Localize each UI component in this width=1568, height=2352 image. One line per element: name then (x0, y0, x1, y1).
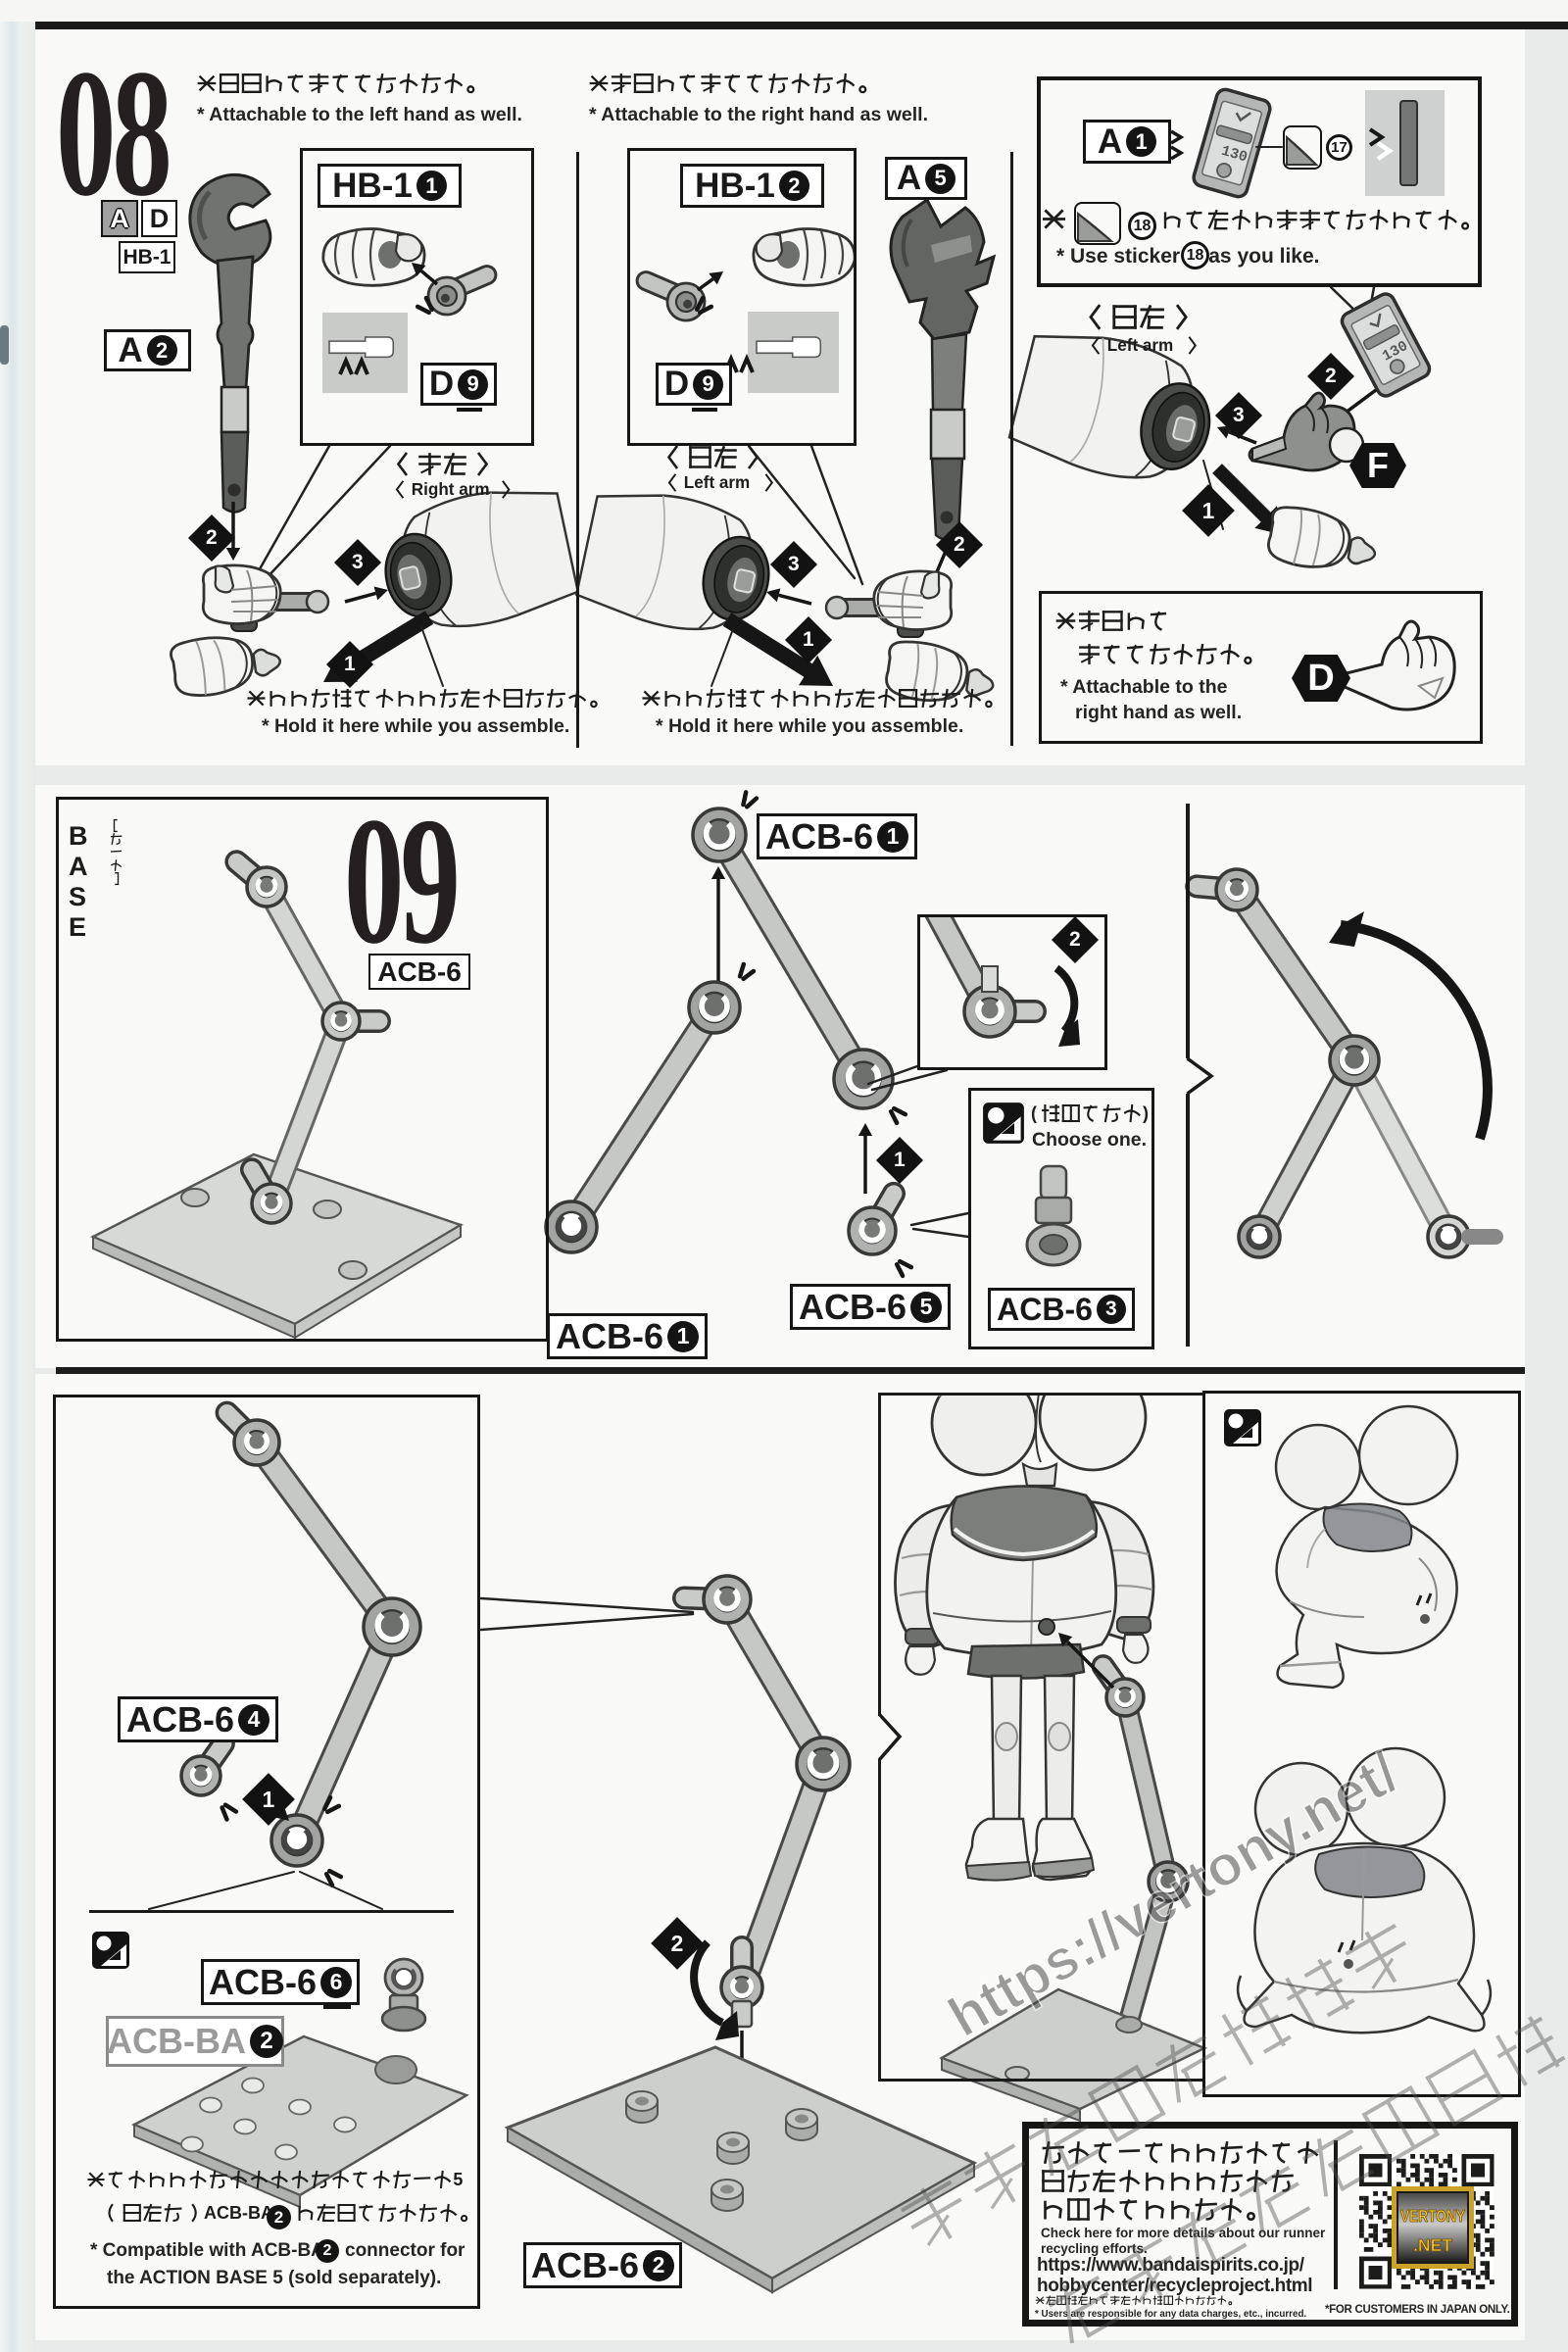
svg-text:5: 5 (453, 2170, 463, 2189)
svg-text:VERTONY: VERTONY (1400, 2206, 1465, 2226)
svg-text:https://vertony.net/: https://vertony.net/ (938, 1740, 1409, 2049)
svg-text:(: ( (1031, 1103, 1037, 1123)
svg-text:.NET: .NET (1413, 2235, 1452, 2255)
svg-text:ACB-BA: ACB-BA (204, 2203, 273, 2223)
svg-text:Left arm: Left arm (1107, 336, 1173, 355)
svg-text:130: 130 (1219, 143, 1250, 167)
svg-text:Right arm: Right arm (412, 480, 490, 499)
svg-text:): ) (1143, 1103, 1149, 1123)
svg-text:Left arm: Left arm (684, 473, 750, 492)
